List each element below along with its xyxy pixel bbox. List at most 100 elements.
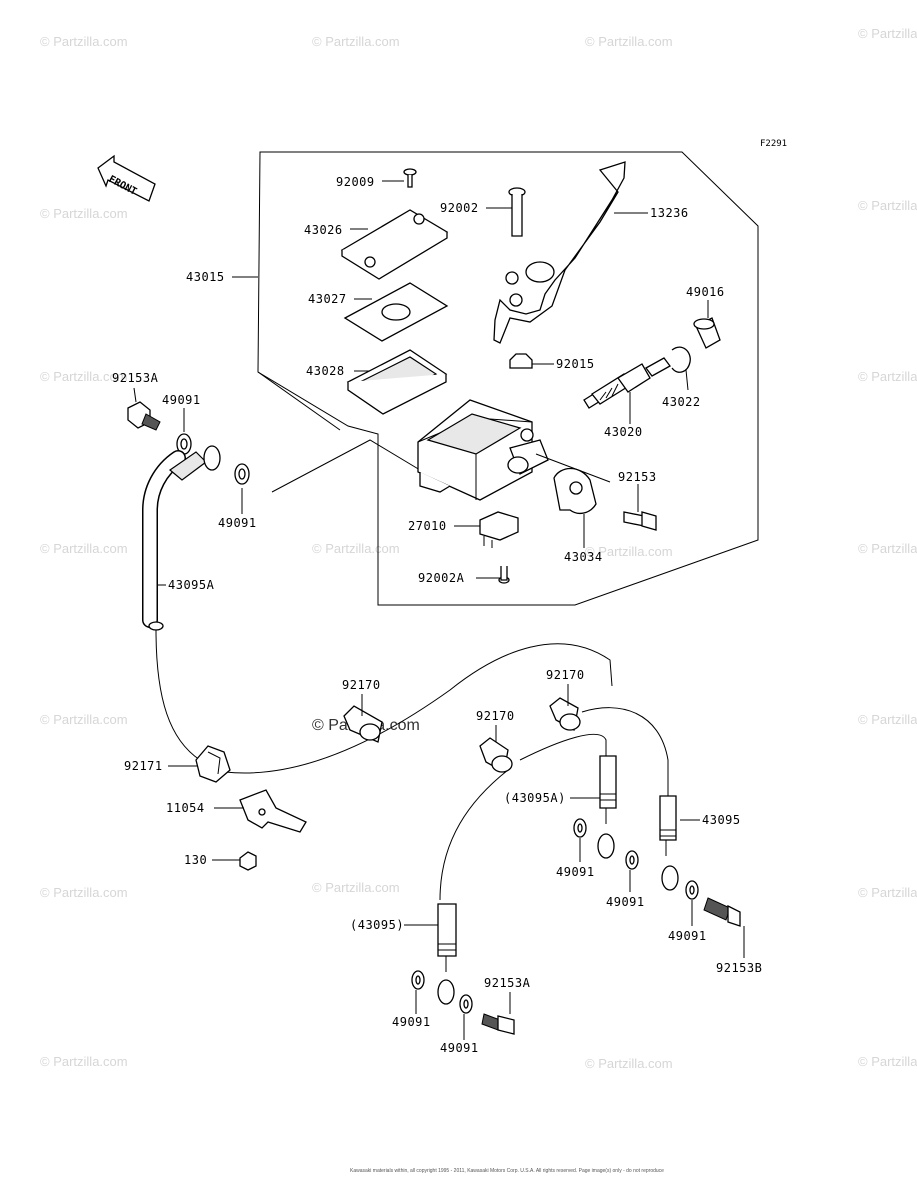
part-label[interactable]: 11054 <box>166 801 205 815</box>
master-cylinder-icon <box>417 399 549 501</box>
washer-icon <box>459 994 473 1014</box>
part-label[interactable]: 92009 <box>336 175 375 189</box>
watermark: © Partzilla.com <box>40 1054 128 1069</box>
part-label[interactable]: 92170 <box>546 668 585 682</box>
circlip-icon <box>671 346 691 373</box>
watermark: © Partzilla.com <box>858 885 917 900</box>
diagram-code: F2291 <box>760 139 787 149</box>
part-label[interactable]: 130 <box>184 853 207 867</box>
part-label[interactable]: 43095A <box>168 578 215 592</box>
part-label[interactable]: 92171 <box>124 759 163 773</box>
watermark: © Partzilla.com <box>585 34 673 49</box>
part-label[interactable]: 92153A <box>112 371 159 385</box>
watermark: © Partzilla.com <box>858 26 917 41</box>
brake-switch-icon <box>479 511 519 548</box>
watermark: © Partzilla.com <box>40 885 128 900</box>
watermark: © Partzilla.com <box>40 34 128 49</box>
leader <box>257 371 341 431</box>
part-label[interactable]: 92002 <box>440 201 479 215</box>
watermark: © Partzilla.com <box>312 880 400 895</box>
part-label[interactable]: 49091 <box>606 895 645 909</box>
watermark-layer: © Partzilla.com © Partzilla.com © Partzi… <box>40 26 917 1071</box>
piston-kit-icon <box>583 357 671 409</box>
leader-lines <box>133 180 745 1040</box>
part-label[interactable]: 43026 <box>304 223 343 237</box>
switch-screw-icon <box>498 566 510 584</box>
part-label[interactable]: 43095 <box>702 813 741 827</box>
hose-clamp-icon <box>549 697 581 732</box>
clamp-bolt-icon <box>623 511 657 531</box>
part-label[interactable]: 92153A <box>484 976 531 990</box>
hose-line <box>439 769 509 901</box>
assembly-outline <box>257 151 759 606</box>
leader <box>271 439 421 493</box>
part-label[interactable]: 92170 <box>342 678 381 692</box>
banjo-bolt-icon <box>703 897 741 927</box>
part-label[interactable]: 49091 <box>440 1041 479 1055</box>
clamp-icon <box>553 467 597 515</box>
watermark: © Partzilla.com <box>40 206 128 221</box>
reservoir-cap-icon <box>340 209 449 280</box>
part-label[interactable]: 92153 <box>618 470 657 484</box>
watermark: © Partzilla.com <box>585 544 673 559</box>
hose-clamp-icon <box>479 737 513 774</box>
part-label[interactable]: 43034 <box>564 550 603 564</box>
bracket-icon <box>239 789 307 833</box>
part-label[interactable]: 49016 <box>686 285 725 299</box>
diaphragm-icon <box>346 349 448 415</box>
copyright-text: Kawasaki materials within, all copyright… <box>350 1168 664 1174</box>
dust-boot-icon <box>693 317 721 349</box>
screw-92009-icon <box>403 168 417 188</box>
watermark: © Partzilla.com <box>858 541 917 556</box>
washer-icon <box>176 433 192 455</box>
brake-hose-icon <box>659 795 679 891</box>
part-label[interactable]: (43095A) <box>504 791 566 805</box>
washer-icon <box>625 850 639 870</box>
part-label[interactable]: 49091 <box>218 516 257 530</box>
banjo-bolt-icon <box>127 401 161 431</box>
hose-clamp-icon <box>343 705 383 743</box>
part-label[interactable]: 27010 <box>408 519 447 533</box>
part-label[interactable]: 43020 <box>604 425 643 439</box>
part-labels: 92009 92002 13236 43026 43015 43027 4901… <box>112 175 762 1055</box>
watermark: © Partzilla.com <box>858 198 917 213</box>
washer-icon <box>685 880 699 900</box>
hose-line <box>581 707 669 796</box>
part-label[interactable]: 92153B <box>716 961 762 975</box>
part-label[interactable]: 43027 <box>308 292 347 306</box>
part-label[interactable]: 49091 <box>392 1015 431 1029</box>
hose-joint-icon <box>195 745 231 783</box>
watermark: © Partzilla.com <box>858 712 917 727</box>
part-label[interactable]: (43095) <box>350 918 404 932</box>
brake-lever-icon <box>493 161 626 344</box>
watermark: © Partzilla.com <box>312 34 400 49</box>
part-label[interactable]: 43015 <box>186 270 225 284</box>
hose-line <box>224 643 613 774</box>
washer-icon <box>234 463 250 485</box>
watermark: © Partzilla.com <box>40 369 128 384</box>
part-label[interactable]: 49091 <box>556 865 595 879</box>
part-label[interactable]: 92002A <box>418 571 465 585</box>
part-label[interactable]: 49091 <box>162 393 201 407</box>
watermark: © Partzilla.com <box>40 541 128 556</box>
watermark: © Partzilla.com <box>312 541 400 556</box>
watermark: © Partzilla.com <box>858 369 917 384</box>
front-arrow-icon: FRONT <box>97 154 156 202</box>
brake-hose-icon <box>597 755 617 859</box>
part-label[interactable]: 43022 <box>662 395 701 409</box>
watermark: © Partzilla.com <box>858 1054 917 1069</box>
pivot-bolt-icon <box>508 187 526 237</box>
part-label[interactable]: 13236 <box>650 206 689 220</box>
part-label[interactable]: 92170 <box>476 709 515 723</box>
washer-icon <box>411 970 425 990</box>
plate-icon <box>343 282 449 342</box>
washer-icon <box>573 818 587 838</box>
nut-icon <box>509 353 533 369</box>
part-label[interactable]: 92015 <box>556 357 595 371</box>
hose-line <box>519 733 607 761</box>
bolt-130-icon <box>239 851 257 871</box>
part-label[interactable]: 43028 <box>306 364 345 378</box>
brake-hose-icon <box>437 903 457 1005</box>
part-label[interactable]: 49091 <box>668 929 707 943</box>
